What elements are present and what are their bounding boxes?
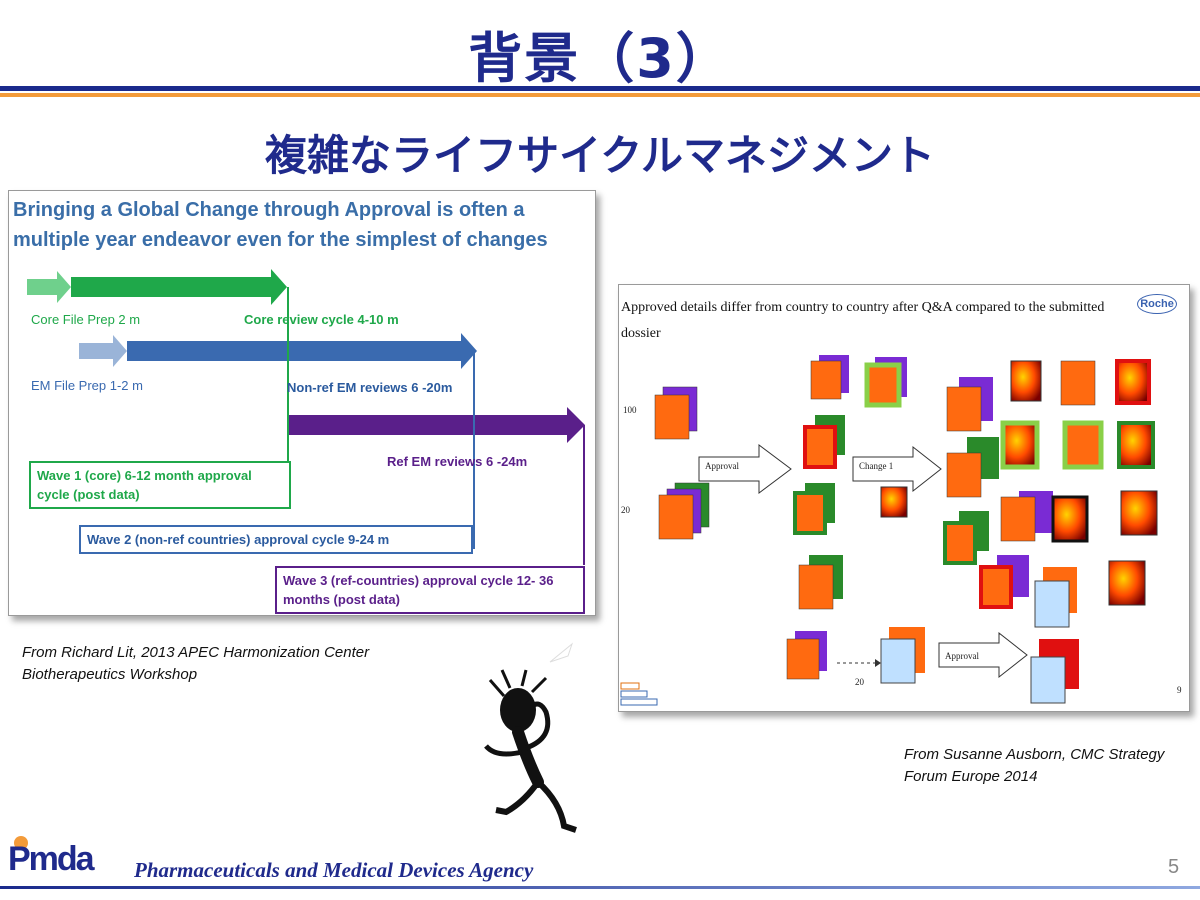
page-number: 5: [1168, 856, 1180, 878]
pmda-logo-dot: [14, 836, 28, 850]
slide-title: 背景（3）: [468, 27, 732, 90]
wave3-box: Wave 3 (ref-countries) approval cycle 12…: [275, 566, 585, 614]
core-prep-arrow: [27, 271, 71, 303]
label-100: 100: [623, 405, 637, 415]
footer-rule: [0, 886, 1200, 889]
approval-label-2: Approval: [945, 651, 979, 661]
core-review-label: Core review cycle 4-10 m: [244, 312, 399, 327]
approval-arrow-2: [938, 631, 1028, 679]
wave2-box: Wave 2 (non-ref countries) approval cycl…: [79, 525, 473, 554]
em-prep-label: EM File Prep 1-2 m: [31, 378, 143, 393]
approval-label-1: Approval: [705, 461, 739, 471]
core-review-arrow: [71, 269, 287, 305]
change-arrow: [852, 445, 942, 493]
credit-left: From Richard Lit, 2013 APEC Harmonizatio…: [22, 644, 370, 683]
wave1-box: Wave 1 (core) 6-12 month approval cycle …: [29, 461, 291, 509]
pmda-logo: Pmda: [8, 840, 95, 878]
white-flag-shape: [549, 642, 574, 663]
slide-subtitle: 複雑なライフサイクルマネジメント: [265, 131, 935, 180]
document-figure: Approved details differ from country to …: [618, 284, 1190, 712]
change-label: Change 1: [859, 461, 894, 471]
agency-name: Pharmaceuticals and Medical Devices Agen…: [134, 858, 534, 882]
timeline-figure: Bringing a Global Change through Approva…: [8, 190, 596, 616]
label-20-bottom: 20: [855, 677, 864, 687]
em-prep-arrow: [79, 335, 127, 367]
title-rule-blue: [0, 86, 1200, 91]
credit-right: From Susanne Ausborn, CMC Strategy Forum…: [904, 746, 1165, 785]
document-stacks: [620, 355, 1158, 706]
nonref-review-label: Non-ref EM reviews 6 -20m: [287, 380, 453, 395]
ref-review-arrow: [287, 407, 585, 443]
core-prep-label: Core File Prep 2 m: [31, 312, 141, 327]
nonref-review-arrow: [127, 333, 477, 369]
roche-logo: Roche: [1137, 294, 1177, 314]
timeline-heading: Bringing a Global Change through Approva…: [13, 199, 548, 251]
title-rule-orange: [0, 93, 1200, 97]
label-20-left: 20: [621, 505, 630, 515]
confused-figure-illustration: [484, 669, 577, 833]
approval-arrow-1: [698, 444, 792, 494]
label-9: 9: [1177, 685, 1182, 695]
document-heading: Approved details differ from country to …: [621, 300, 1105, 341]
ref-review-label: Ref EM reviews 6 -24m: [387, 454, 528, 469]
